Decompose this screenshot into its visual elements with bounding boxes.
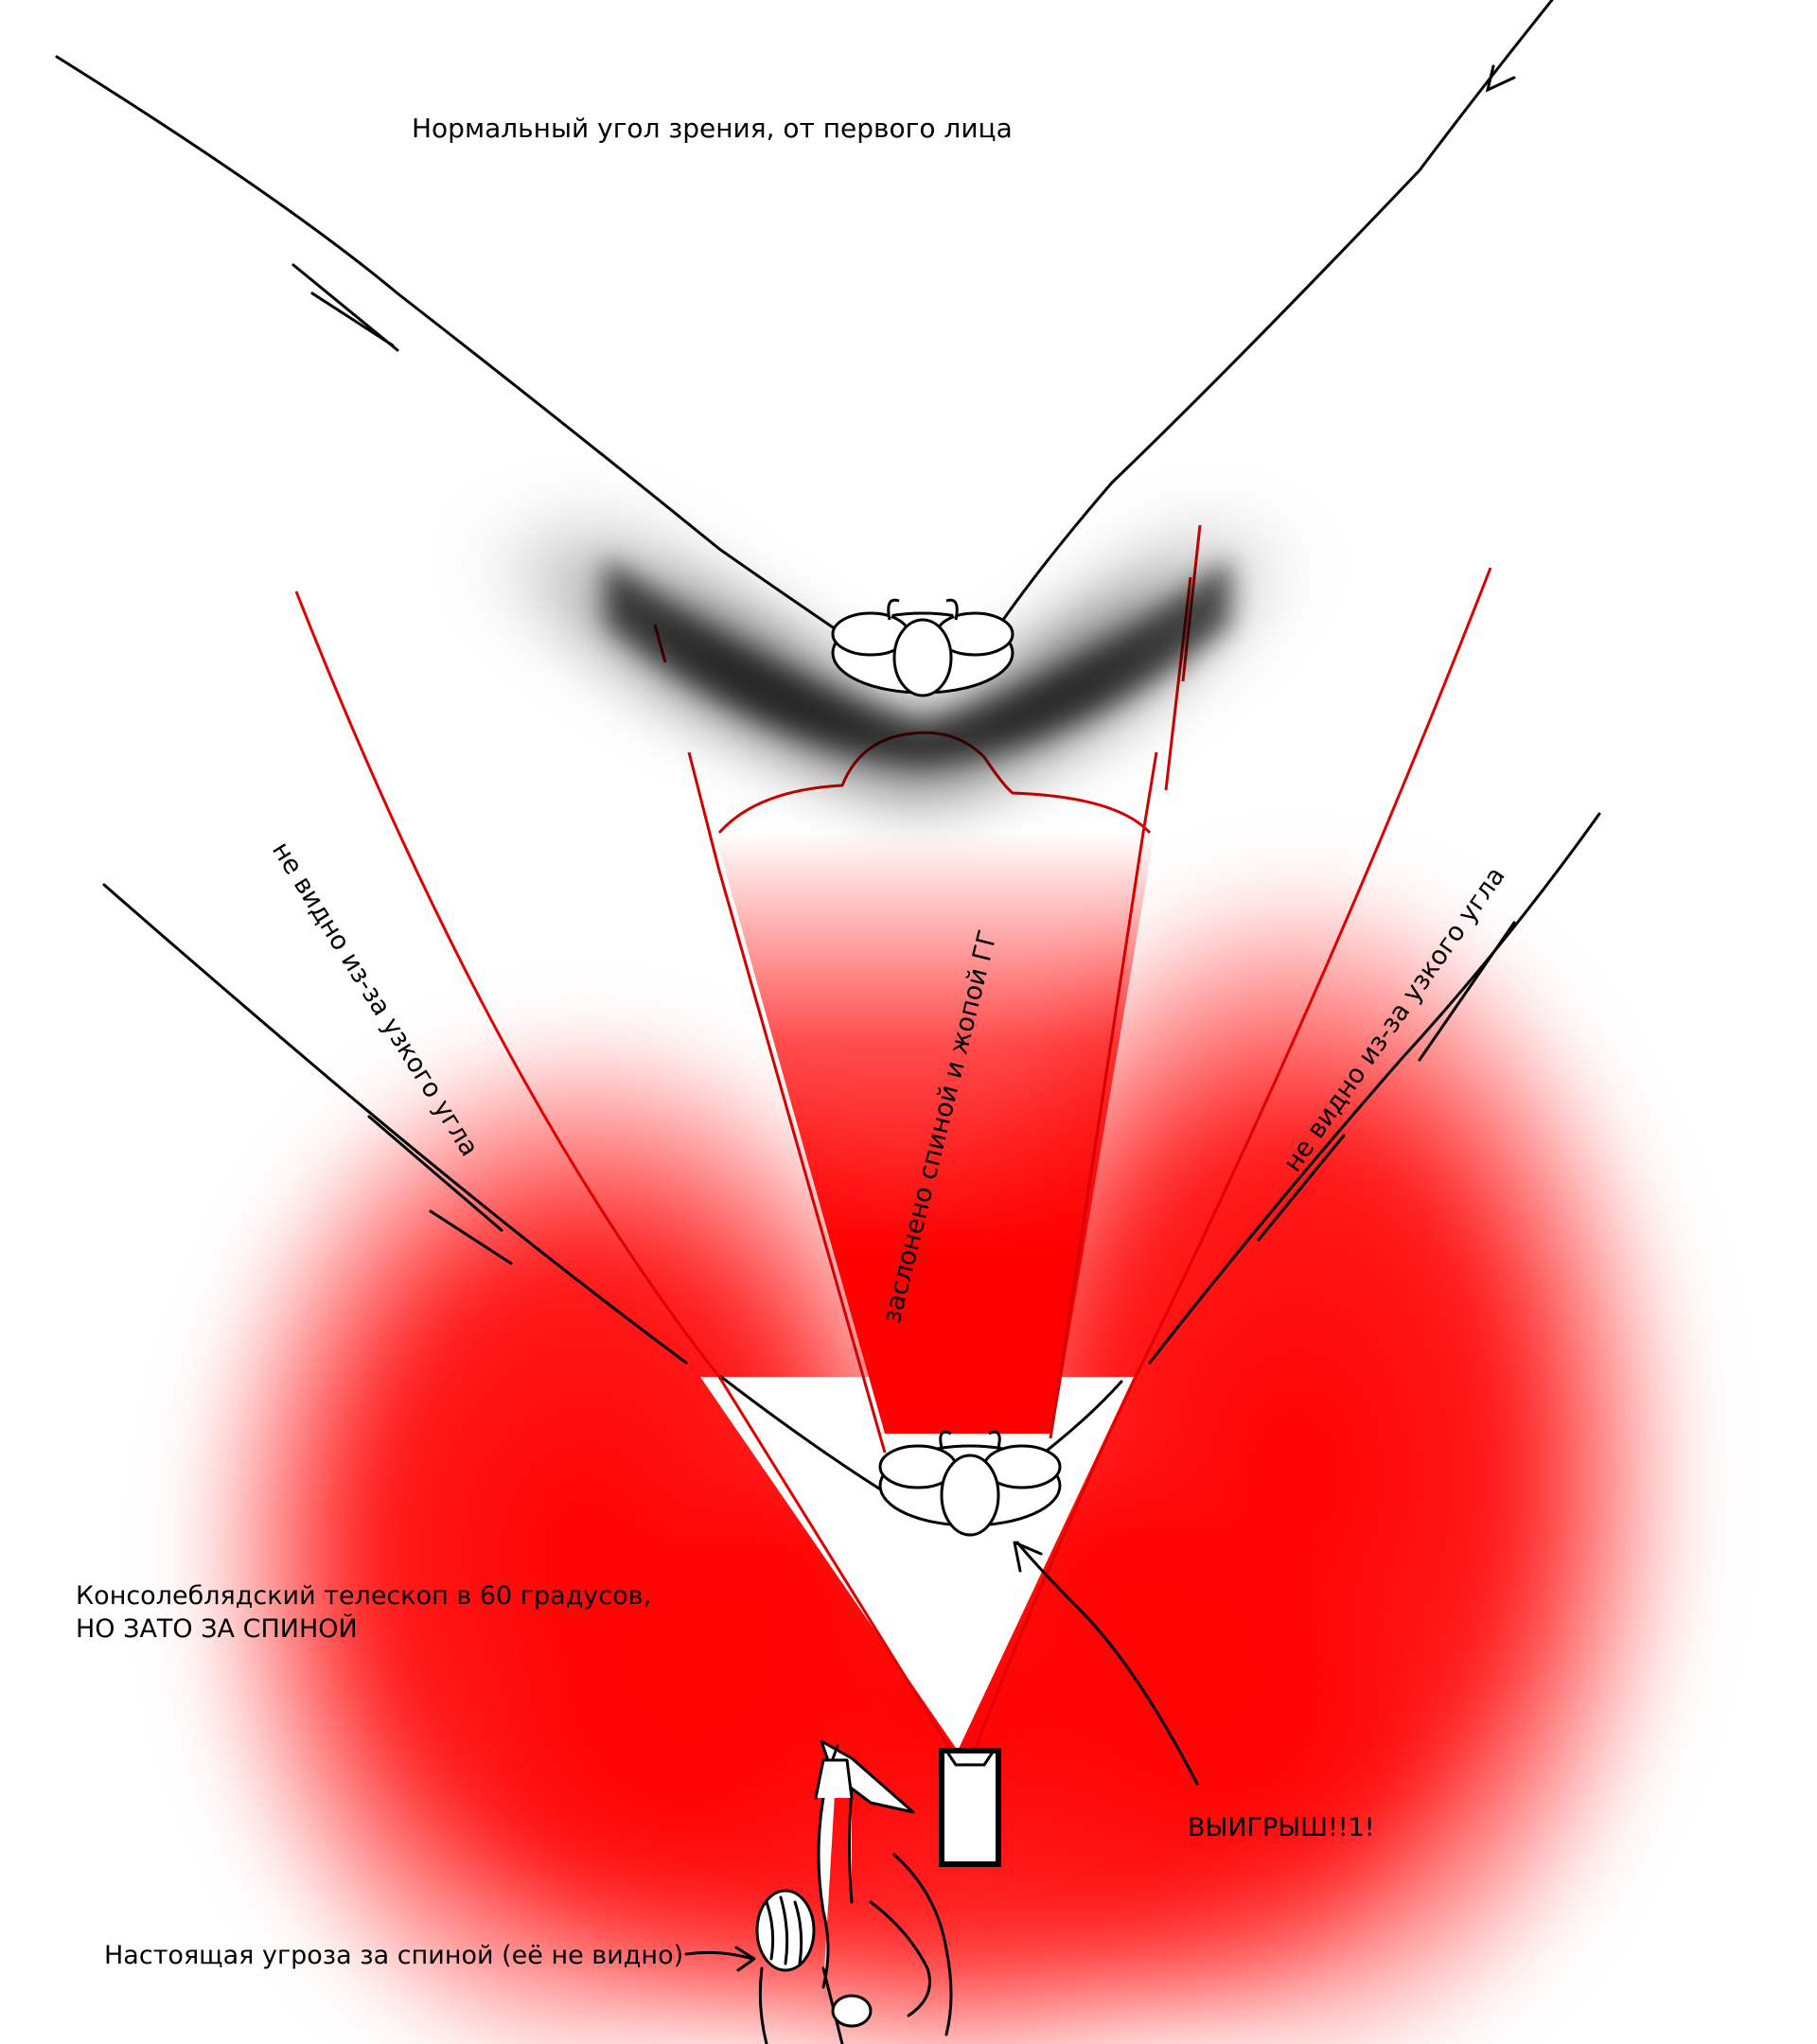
win-arrow (1015, 1541, 1199, 1786)
win-label: ВЫИГРЫШ!!1! (1188, 1813, 1375, 1842)
first-person-shadow (445, 397, 1320, 785)
threat-arrow-head (734, 1946, 756, 1972)
console-label-line2: НО ЗАТО ЗА СПИНОЙ (76, 1613, 358, 1644)
camera-cone-right-edge (973, 567, 1492, 1752)
camera-cone-left-edge (294, 590, 953, 1752)
camera-fov-right-sketch (1257, 921, 1516, 1242)
win-arrow-head (1013, 1541, 1043, 1573)
threat-arrow (684, 1950, 754, 1961)
camera-cone-edges (294, 567, 1492, 1752)
blocked-zone-fill (714, 833, 1155, 1434)
normal-fov-left-sketch (291, 263, 399, 352)
normal-fov-right-line (973, 0, 1554, 664)
person-topdown-icon (831, 598, 1014, 697)
camera-box-icon (939, 1748, 1001, 1867)
threat-label: Настоящая угроза за спиной (её не видно) (104, 1941, 683, 1970)
person-topdown-icon-bottom (878, 1430, 1062, 1537)
normal-view-label: Нормальный угол зрения, от первого лица (412, 113, 1013, 144)
camera-fov-right-line (1148, 812, 1601, 1365)
knife-enemy-icon (755, 1739, 953, 2044)
camera-fov-left-line (102, 883, 688, 1365)
normal-fov-right-sketch (1485, 64, 1516, 93)
normal-fov-left-line (55, 55, 887, 664)
arrows (684, 1541, 1199, 1972)
console-label-line1: Консолеблядский телескоп в 60 градусов, (76, 1581, 651, 1611)
camera-fov-left-sketch (367, 1115, 513, 1265)
